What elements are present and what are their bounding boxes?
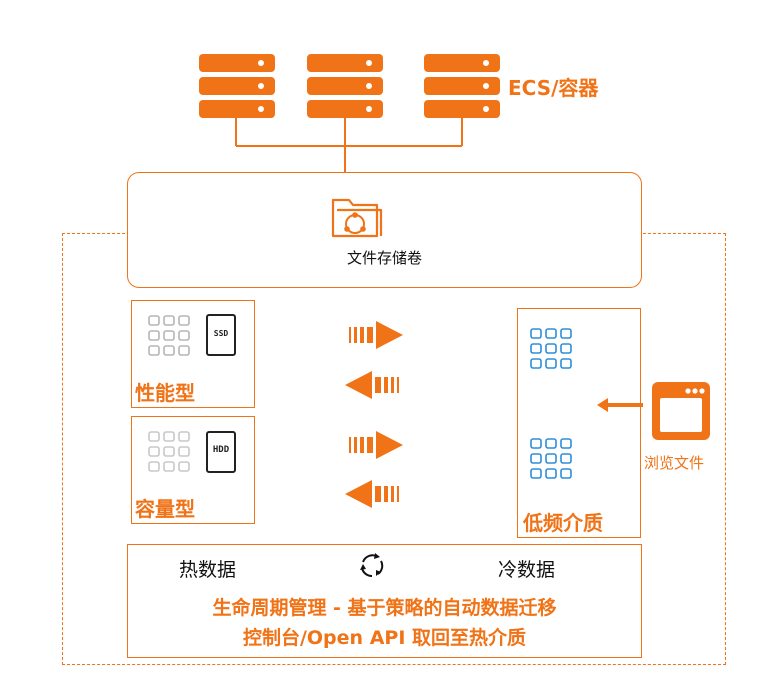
file-storage-volume: [127, 172, 642, 288]
compute-label: ECS/容器: [508, 76, 599, 100]
volume-label: 文件存储卷: [347, 249, 423, 267]
arrow-left-icon: [345, 480, 399, 508]
low-frequency-tier-label: 低频介质: [523, 511, 603, 535]
lifecycle-panel: [127, 544, 642, 658]
hdd-icon: HDD: [206, 431, 236, 473]
browser-window-icon: [652, 382, 710, 440]
server-icon: [424, 54, 500, 118]
server-icon: [307, 54, 383, 118]
arrow-left-icon: [345, 371, 399, 399]
browse-files-label: 浏览文件: [644, 454, 705, 472]
cycle-icon: [360, 553, 384, 578]
connector-lines: [235, 118, 463, 175]
capacity-tier-label: 容量型: [135, 497, 195, 521]
lifecycle-policy-text: 生命周期管理 - 基于策略的自动数据迁移: [212, 597, 557, 619]
arrow-right-icon: [349, 431, 403, 459]
server-icon: [199, 54, 275, 118]
low-frequency-tier: [517, 308, 641, 538]
storage-grid-icon: [530, 328, 572, 369]
retrieval-text: 控制台/Open API 取回至热介质: [242, 627, 527, 649]
cold-data-label: 冷数据: [498, 559, 556, 581]
performance-tier-label: 性能型: [135, 381, 195, 405]
storage-grid-icon: [530, 438, 572, 479]
arrow-left-icon: [597, 398, 643, 412]
hot-data-label: 热数据: [179, 559, 237, 581]
hdd-drive-label: HDD: [212, 445, 230, 455]
ssd-icon: SSD: [206, 314, 236, 356]
folder-share-icon: [331, 198, 383, 238]
arrow-right-icon: [349, 321, 403, 349]
ssd-drive-label: SSD: [213, 329, 229, 338]
storage-grid-icon: [148, 431, 190, 472]
storage-grid-icon: [148, 315, 190, 356]
